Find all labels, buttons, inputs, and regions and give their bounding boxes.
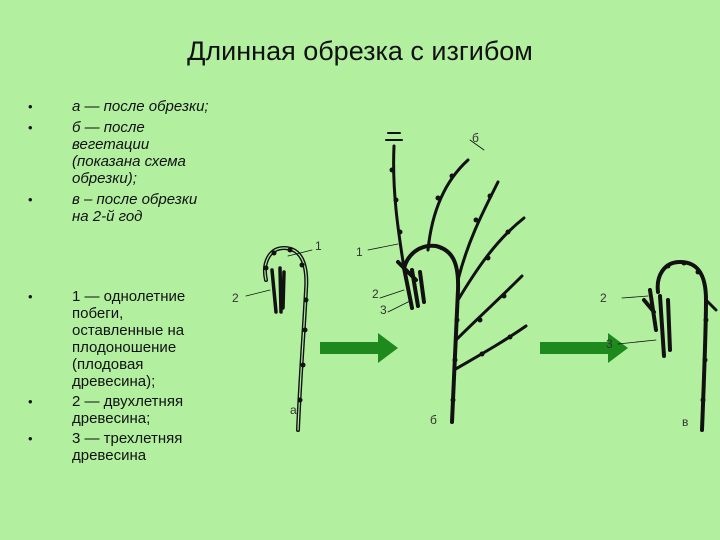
legend-item-a: а — после обрезки; — [28, 98, 218, 115]
plant-b — [367, 132, 528, 424]
plant-v-buds — [665, 260, 709, 403]
label-b-2: 2 — [372, 287, 379, 301]
plant-b-old-wood — [396, 260, 426, 310]
plant-a — [245, 245, 313, 432]
plant-b-buds — [389, 167, 513, 403]
arrow-b-to-v — [540, 333, 628, 363]
legend-letters-list: а — после обрезки; б — после вегетации (… — [28, 98, 218, 229]
plant-v-cane — [655, 259, 709, 432]
slide-title: Длинная обрезка с изгибом — [187, 36, 533, 66]
legend-item-v: в – после обрезки на 2-й год — [28, 191, 218, 225]
plant-b-shoot-2 — [456, 180, 500, 282]
plant-b-top-shoot — [392, 144, 406, 270]
label-a-1: 1 — [315, 239, 322, 253]
legend-item-3: 3 — трехлетняя древесина — [28, 430, 218, 464]
plant-b-shoot-4 — [454, 274, 524, 342]
label-b-letter: б — [430, 413, 437, 427]
legend-numbers-list: 1 — однолетние побеги, оставленные на пл… — [28, 288, 218, 467]
label-v-3: 3 — [606, 337, 613, 351]
plant-a-old-wood — [270, 266, 286, 314]
label-a-2: 2 — [232, 291, 239, 305]
label-a-letter: а — [290, 403, 297, 417]
plant-a-buds — [263, 247, 309, 403]
plant-v-old-wood — [642, 288, 672, 358]
label-b-1: 1 — [356, 245, 363, 259]
label-v-2: 2 — [600, 291, 607, 305]
legend-item-b: б — после вегетации (показана схема обре… — [28, 119, 218, 187]
label-b-letter-top: б — [472, 131, 479, 145]
plant-b-shoot-5 — [452, 324, 528, 372]
legend-item-2: 2 — двухлетняя древесина; — [28, 393, 218, 427]
plant-b-shoot-3 — [456, 216, 526, 302]
label-v-letter: в — [682, 415, 688, 429]
plant-v — [617, 259, 718, 432]
label-b-3: 3 — [380, 303, 387, 317]
legend-item-1: 1 — однолетние побеги, оставленные на пл… — [28, 288, 218, 390]
plant-b-shoot-1 — [426, 158, 470, 252]
arrow-a-to-b — [320, 333, 398, 363]
